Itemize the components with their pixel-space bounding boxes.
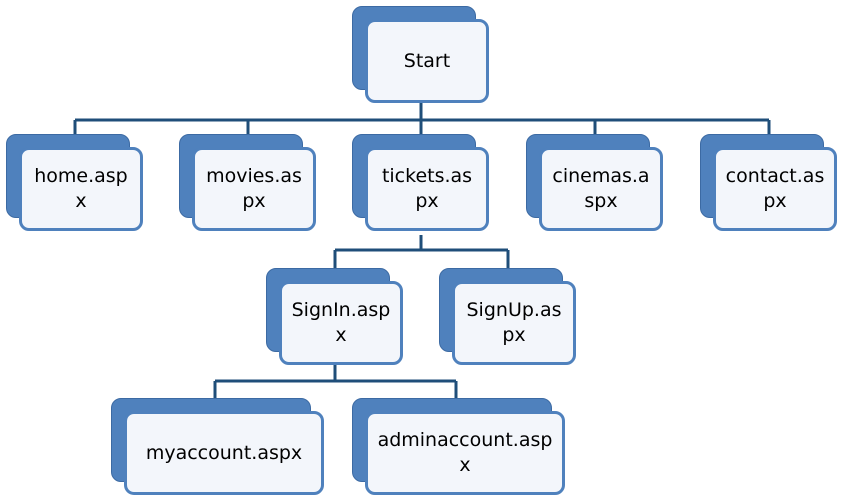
node-cinemas-label: cinemas.aspx — [552, 165, 650, 212]
node-start-label: Start — [403, 49, 451, 72]
node-cinemas-box: cinemas.aspx — [539, 147, 663, 231]
node-contact-box: contact.aspx — [713, 147, 837, 231]
node-home-box: home.aspx — [19, 147, 143, 231]
node-movies-box: movies.aspx — [192, 147, 316, 231]
node-start-box: Start — [365, 19, 489, 103]
node-myaccount-box: myaccount.aspx — [124, 411, 324, 495]
node-adminaccount-box: adminaccount.aspx — [365, 411, 565, 495]
node-tickets-box: tickets.aspx — [365, 147, 489, 231]
node-contact-label: contact.aspx — [725, 165, 825, 212]
node-signup-label: SignUp.aspx — [466, 299, 562, 346]
node-adminaccount-label: adminaccount.aspx — [377, 429, 553, 476]
node-signin-label: SignIn.aspx — [291, 299, 391, 346]
node-tickets-label: tickets.aspx — [381, 165, 473, 212]
node-signin-box: SignIn.aspx — [279, 281, 403, 365]
node-movies-label: movies.aspx — [206, 165, 302, 212]
node-home-label: home.aspx — [34, 165, 128, 212]
node-myaccount-label: myaccount.aspx — [145, 441, 303, 464]
node-signup-box: SignUp.aspx — [452, 281, 576, 365]
